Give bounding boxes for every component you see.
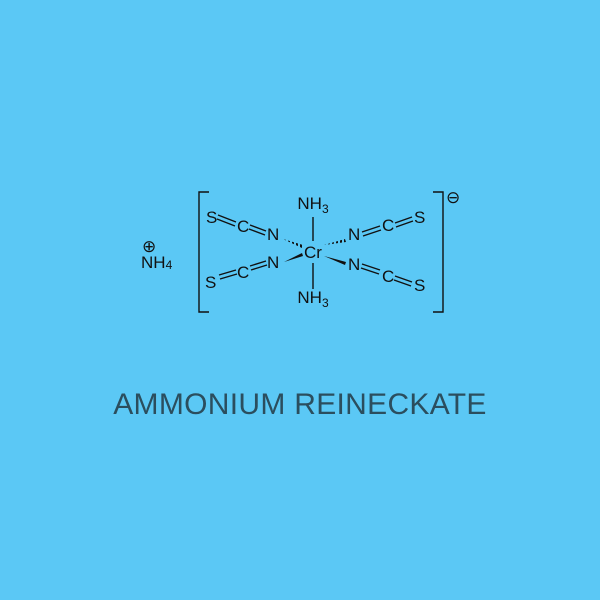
n-upper-right: N xyxy=(348,225,360,244)
double-bond-cs-lr-b xyxy=(393,279,412,287)
n-upper-left: N xyxy=(267,225,279,244)
double-bond-nc-lr-b xyxy=(360,267,380,275)
n-lower-left: N xyxy=(267,253,279,272)
hashed-bond-upper-left xyxy=(283,239,303,248)
c-lower-left: C xyxy=(237,263,249,282)
nh3-top-subscript: 3 xyxy=(322,202,329,216)
double-bond-nc-ur-a xyxy=(361,225,381,233)
double-bond-sc-ul-b xyxy=(216,218,236,227)
product-title: AMMONIUM REINECKATE xyxy=(113,388,487,421)
s-upper-right: S xyxy=(414,208,425,227)
nh3-bottom: NH3 xyxy=(297,288,329,310)
complex-charge-symbol: ⊖ xyxy=(446,188,460,207)
s-lower-left: S xyxy=(205,273,216,292)
double-bond-nc-ur-b xyxy=(362,229,382,237)
ammonium-label-main: NH xyxy=(141,253,166,272)
s-lower-right: S xyxy=(414,276,425,295)
c-upper-left: C xyxy=(237,217,249,236)
ammonium-subscript: 4 xyxy=(166,258,173,272)
metal-atom: Cr xyxy=(304,243,322,262)
nh3-bottom-label: NH xyxy=(297,288,322,307)
double-bond-cs-ur-b xyxy=(395,220,414,228)
double-bond-nc-lr-a xyxy=(361,263,381,271)
double-bond-cs-lr-a xyxy=(394,275,413,283)
c-lower-right: C xyxy=(382,267,394,286)
c-upper-right: C xyxy=(382,216,394,235)
double-bond-sc-ul-a xyxy=(217,214,237,223)
left-bracket xyxy=(198,191,209,313)
nh3-top-label: NH xyxy=(297,194,322,213)
right-bracket xyxy=(433,191,444,313)
s-upper-left: S xyxy=(206,208,217,227)
double-bond-cn-ll-b xyxy=(250,264,268,271)
double-bond-sc-ll-a xyxy=(218,269,237,276)
double-bond-cn-ul-a xyxy=(249,224,267,232)
hashed-bond-upper-right xyxy=(324,239,346,245)
wedge-bond-lower-left xyxy=(284,253,303,262)
n-lower-right: N xyxy=(348,255,360,274)
double-bond-sc-ll-b xyxy=(219,273,238,280)
wedge-bond-lower-right xyxy=(324,256,346,265)
ammonium-label: NH4 xyxy=(141,253,173,272)
nh3-bottom-subscript: 3 xyxy=(322,296,329,310)
ammonium-cation: ⊕ NH4 xyxy=(141,237,173,272)
double-bond-cs-ur-a xyxy=(394,216,413,224)
ammonium-charge-symbol: ⊕ xyxy=(142,237,156,256)
nh3-top: NH3 xyxy=(297,194,329,216)
double-bond-cn-ll-a xyxy=(249,260,267,267)
double-bond-cn-ul-b xyxy=(248,228,266,236)
